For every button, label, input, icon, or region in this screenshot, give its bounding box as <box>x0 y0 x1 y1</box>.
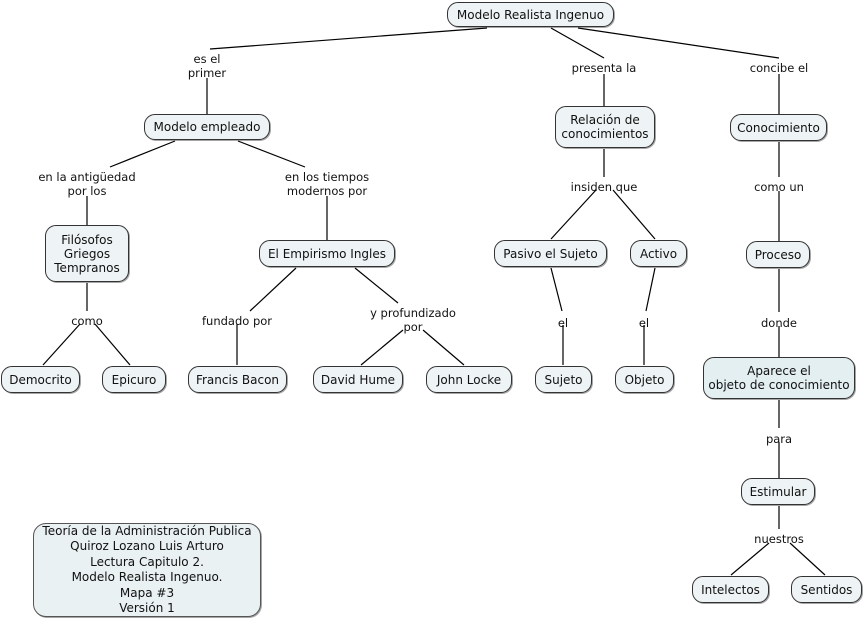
link-label-como_un[interactable]: como un <box>754 180 804 194</box>
link-label-concibe_el[interactable]: concibe el <box>749 61 809 75</box>
node-estimular[interactable]: Estimular <box>741 478 815 505</box>
node-john_locke[interactable]: John Locke <box>426 366 512 393</box>
node-sujeto[interactable]: Sujeto <box>535 366 592 393</box>
node-intelectos[interactable]: Intelectos <box>692 576 769 603</box>
edge-nuestros-to-sentidos <box>789 542 826 576</box>
node-democrito[interactable]: Democrito <box>1 366 80 393</box>
node-filosofos[interactable]: Filósofos Griegos Tempranos <box>45 225 129 282</box>
edge-como-to-epicuro <box>94 323 131 366</box>
edge-insiden-to-activo <box>612 189 656 240</box>
link-label-nuestros[interactable]: nuestros <box>754 532 804 546</box>
node-aparece[interactable]: Aparece el objeto de conocimiento <box>703 357 855 399</box>
edge-insiden-to-pasivo <box>550 189 597 240</box>
link-label-en_los_tiempos[interactable]: en los tiempos modernos por <box>284 170 370 198</box>
link-label-es_el_primer[interactable]: es el primer <box>187 52 227 80</box>
node-david_hume[interactable]: David Hume <box>313 366 403 393</box>
node-pasivo[interactable]: Pasivo el Sujeto <box>494 240 607 267</box>
link-label-como_filosofos[interactable]: como <box>71 314 103 328</box>
node-modelo_empleado[interactable]: Modelo empleado <box>144 114 270 140</box>
link-label-el_objeto[interactable]: el <box>638 316 650 330</box>
link-label-fundado_por[interactable]: fundado por <box>201 314 273 328</box>
link-label-para[interactable]: para <box>765 432 793 446</box>
node-relacion[interactable]: Relación de conocimientos <box>555 106 655 148</box>
node-epicuro[interactable]: Epicuro <box>102 366 166 393</box>
link-label-el_sujeto[interactable]: el <box>557 316 569 330</box>
node-sentidos[interactable]: Sentidos <box>791 576 862 603</box>
edge-root-to-presenta-la <box>550 27 605 59</box>
edge-profundizado-to-hume <box>360 329 404 366</box>
edge-empirismo-to-fundado <box>249 267 297 312</box>
node-proceso[interactable]: Proceso <box>746 241 810 268</box>
node-empirismo[interactable]: El Empirismo Ingles <box>259 240 395 267</box>
edge-empirismo-to-profundizado <box>354 267 399 304</box>
link-label-donde[interactable]: donde <box>761 316 797 330</box>
edge-como-to-democrito <box>42 323 81 366</box>
node-objeto[interactable]: Objeto <box>615 366 674 393</box>
edge-nuestros-to-intelectos <box>730 542 770 576</box>
edge-pasivo-to-el1 <box>550 267 563 312</box>
link-label-y_profundizado_por[interactable]: y profundizado por <box>370 306 456 334</box>
legend-info-box[interactable]: Teoría de la Administración Publica Quir… <box>33 523 261 617</box>
edge-modelo-to-antiguedad <box>109 140 176 168</box>
node-root[interactable]: Modelo Realista Ingenuo <box>447 2 614 27</box>
node-activo[interactable]: Activo <box>630 240 687 267</box>
node-conocimiento[interactable]: Conocimiento <box>730 114 827 141</box>
node-francis_bacon[interactable]: Francis Bacon <box>188 366 287 393</box>
link-label-presenta_la[interactable]: presenta la <box>571 61 637 75</box>
edge-profundizado-to-locke <box>422 329 465 366</box>
edge-root-to-concibe-el <box>577 27 780 59</box>
edge-modelo-to-tiempos <box>237 140 306 168</box>
edge-root-to-es-el-primer <box>209 27 488 50</box>
link-label-insiden_que[interactable]: insiden que <box>570 180 638 194</box>
edge-activo-to-el2 <box>645 267 656 312</box>
link-label-en_la_antiguedad[interactable]: en la antigüedad por los <box>38 170 136 198</box>
